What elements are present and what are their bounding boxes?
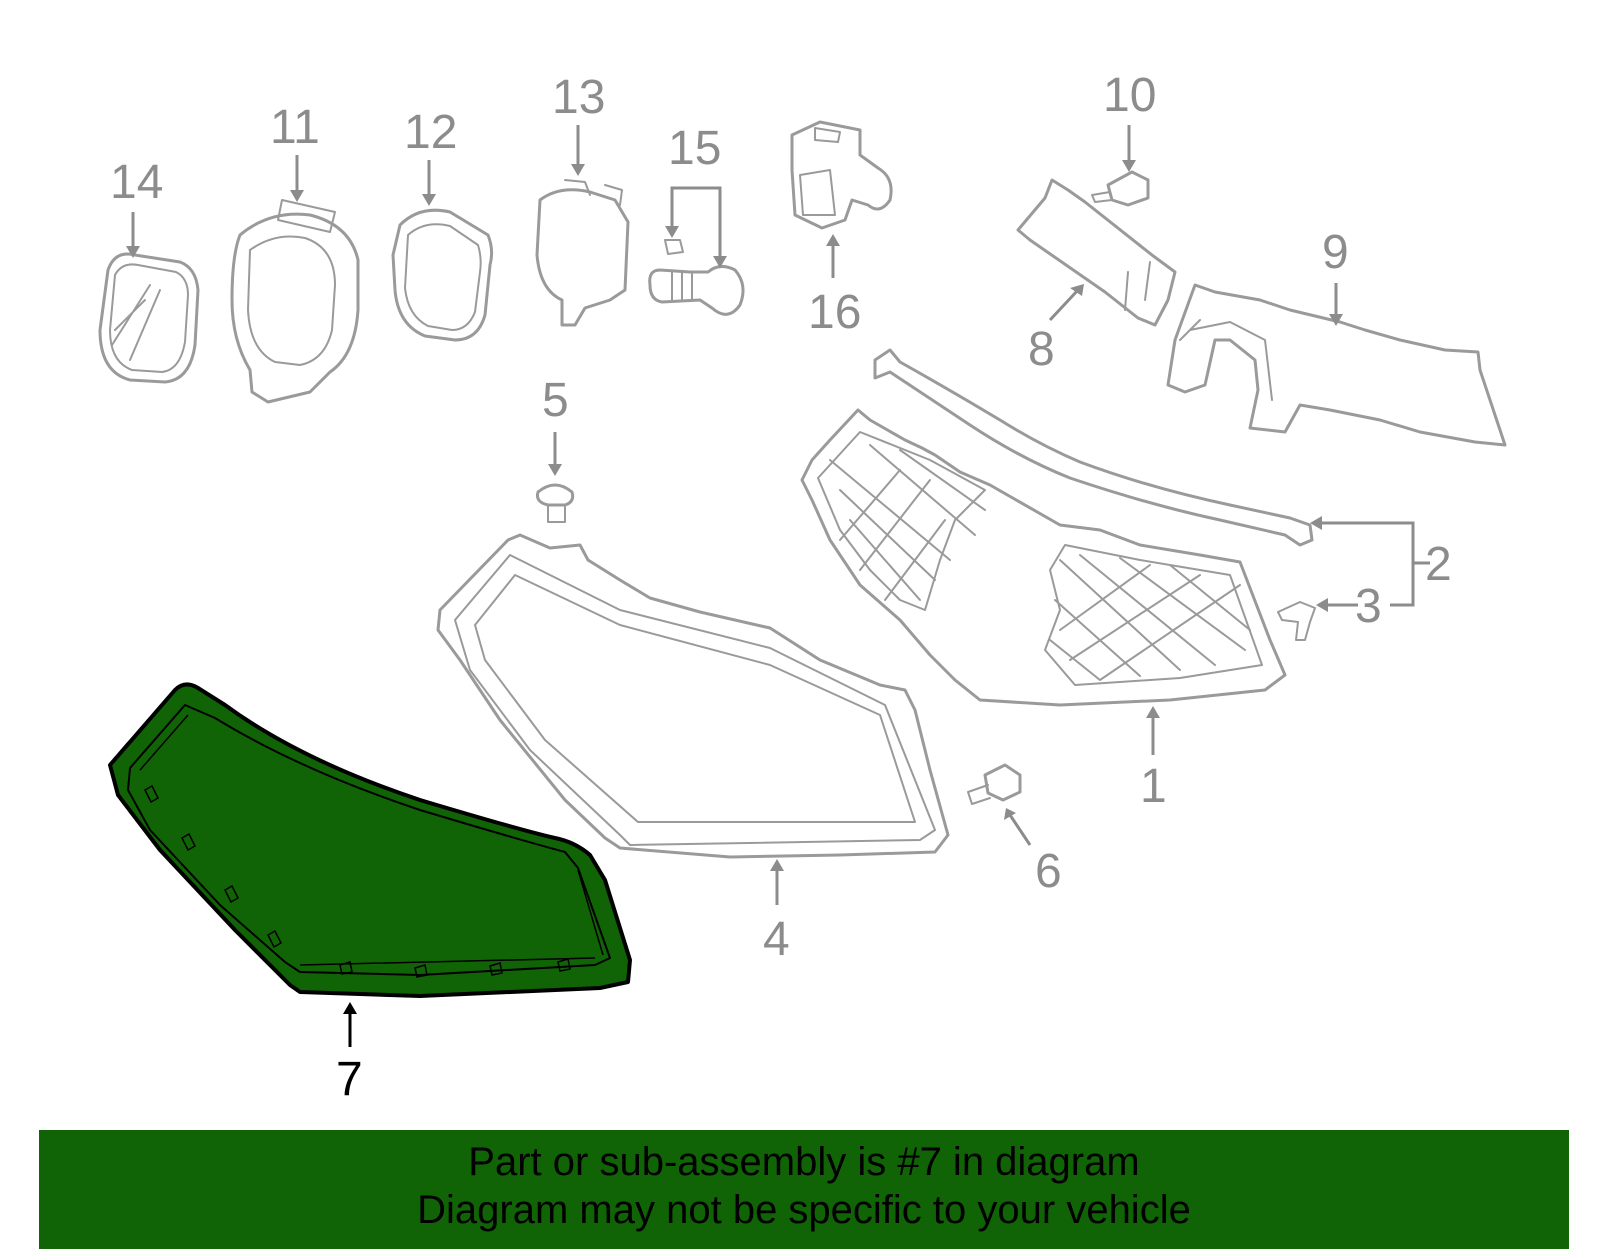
part-12-ring	[391, 208, 494, 342]
callout-9: 9	[1322, 226, 1349, 279]
part-9-upper-bracket	[1166, 283, 1507, 447]
part-3-clip	[1277, 601, 1316, 641]
part-4-grille-frame	[436, 533, 950, 859]
part-14-emblem-ring	[98, 252, 200, 384]
part-7-lower-grille	[108, 682, 632, 998]
part-16-sensor	[790, 120, 893, 230]
leader-lines	[126, 125, 1430, 1047]
banner-line-2: Diagram may not be specific to your vehi…	[417, 1188, 1191, 1232]
callout-14: 14	[110, 156, 163, 209]
part-5-push-pin	[536, 483, 575, 523]
callout-labels: 14 11 12 13 15 16 10 8 9 5 2 3 1 6 4 7	[110, 69, 1452, 1106]
callout-15: 15	[668, 122, 721, 175]
banner-line-1: Part or sub-assembly is #7 in diagram	[468, 1140, 1140, 1184]
callout-8: 8	[1028, 323, 1055, 376]
callout-2: 2	[1425, 538, 1452, 591]
part-13-cover	[535, 179, 630, 327]
callout-12: 12	[404, 106, 457, 159]
info-banner: Part or sub-assembly is #7 in diagram Di…	[39, 1130, 1569, 1249]
part-11-ring-housing	[230, 199, 360, 404]
callout-7: 7	[336, 1053, 363, 1106]
callout-3: 3	[1355, 580, 1382, 633]
callout-16: 16	[808, 286, 861, 339]
part-1-mesh-grille	[800, 408, 1287, 707]
callout-1: 1	[1140, 760, 1167, 813]
callout-5: 5	[542, 374, 569, 427]
part-2-trim-strip	[873, 348, 1314, 547]
part-8-bracket	[1016, 178, 1177, 327]
callout-10: 10	[1103, 69, 1156, 122]
part-10-bolt	[1091, 170, 1150, 207]
callout-4: 4	[763, 913, 790, 966]
part-6-bolt	[967, 763, 1022, 805]
callout-6: 6	[1035, 845, 1062, 898]
callout-11: 11	[270, 101, 320, 154]
part-15-bulb	[648, 239, 745, 316]
callout-13: 13	[552, 71, 605, 124]
